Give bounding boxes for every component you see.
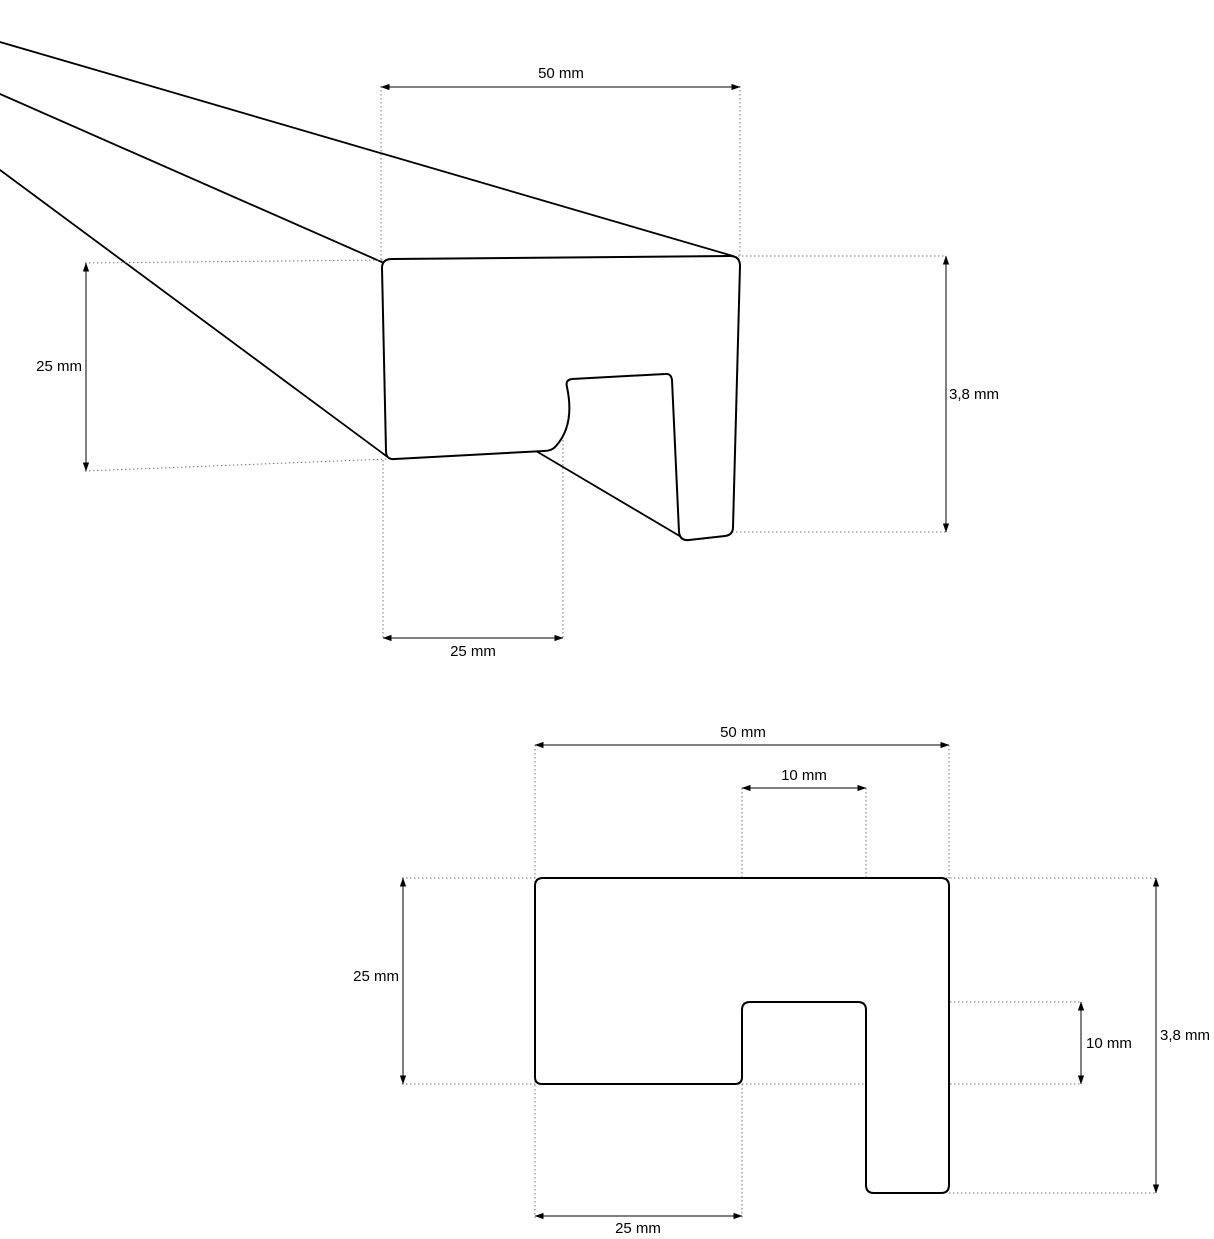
- section-left-height-label: 25 mm: [353, 968, 399, 985]
- perspective-profile-outline: [381, 255, 741, 542]
- receding-edge-lip: [535, 450, 684, 539]
- total-height-label: 3,8 mm: [1160, 1027, 1210, 1044]
- section-profile-outline: [534, 877, 950, 1194]
- left-height-label: 25 mm: [36, 358, 82, 375]
- receding-edge-bottom: [0, 169, 390, 459]
- lip-width-label: 25 mm: [450, 643, 496, 660]
- perspective-extension-lines: [84, 86, 946, 640]
- height-label: 3,8 mm: [949, 386, 999, 403]
- section-view: 50 mm 10 mm 25 mm 10 mm 3,8 mm 25 mm: [353, 724, 1210, 1237]
- slot-width-label: 10 mm: [781, 767, 827, 784]
- width-label: 50 mm: [538, 65, 584, 82]
- slot-depth-label: 10 mm: [1086, 1035, 1132, 1052]
- perspective-view: 50 mm 3,8 mm 25 mm 25 mm: [0, 41, 999, 660]
- receding-edge-middle: [0, 93, 385, 264]
- section-lip-width-label: 25 mm: [615, 1220, 661, 1237]
- receding-edge-top: [0, 41, 734, 257]
- section-width-label: 50 mm: [720, 724, 766, 741]
